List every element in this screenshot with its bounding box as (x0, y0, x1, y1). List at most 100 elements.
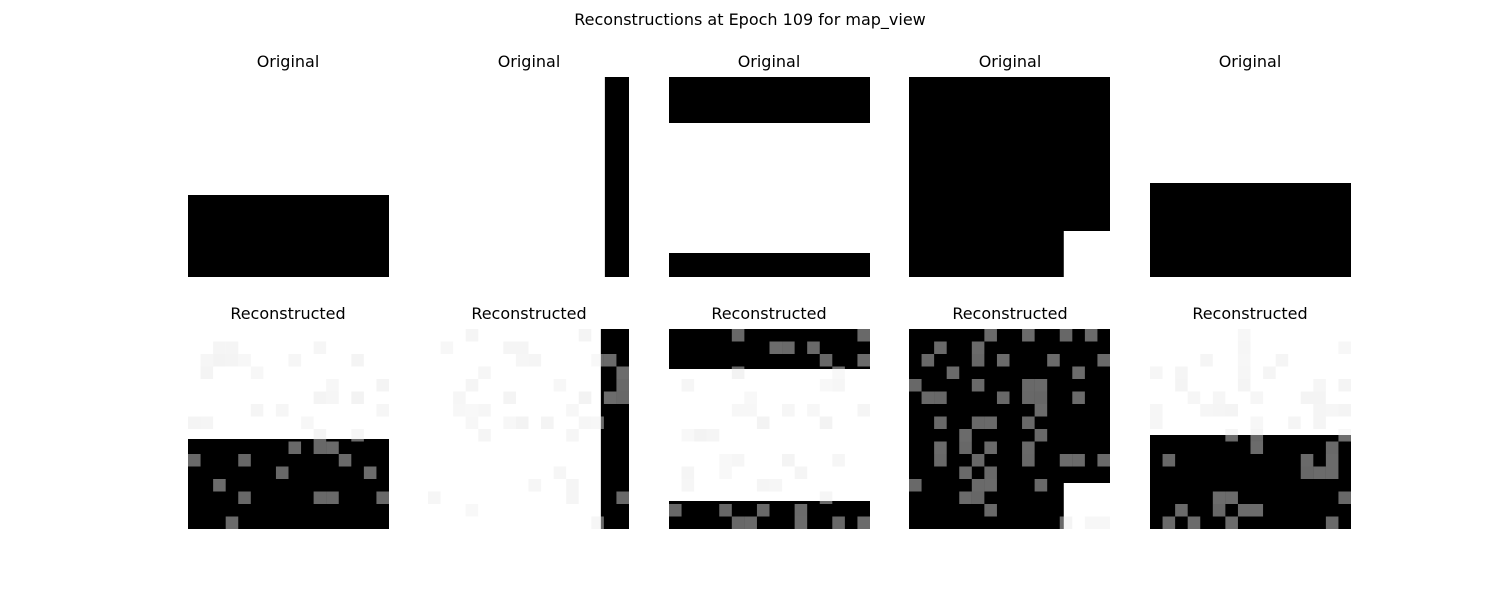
noise-pixel (857, 354, 870, 367)
noise-pixel (731, 329, 745, 342)
noise-pixel (1338, 379, 1351, 392)
noise-pixel (1237, 354, 1251, 367)
noise-pixel (921, 391, 935, 404)
noise-pixel (1325, 516, 1339, 529)
noise-pixel (1237, 366, 1251, 379)
panel-title-reconstructed-3: Reconstructed (711, 304, 827, 323)
noise-pixel (934, 416, 947, 429)
noise-pixel (1022, 454, 1035, 467)
noise-pixel (465, 404, 479, 417)
noise-pixel (819, 491, 833, 504)
noise-pixel (616, 379, 629, 392)
noise-pixel (1150, 366, 1163, 379)
noise-pixel (200, 354, 214, 367)
noise-pixel (591, 416, 604, 429)
noise-pixel (909, 379, 922, 392)
noise-pixel (616, 391, 629, 404)
noise-pixel (553, 379, 567, 392)
noise-pixel (1175, 504, 1188, 517)
noise-pixel (857, 404, 870, 417)
image-block-1 (1150, 435, 1351, 529)
noise-pixel (1034, 379, 1048, 392)
image-block-1 (669, 329, 870, 369)
noise-pixel (515, 354, 529, 367)
noise-pixel (326, 379, 339, 392)
noise-pixel (313, 391, 327, 404)
noise-pixel (1250, 416, 1264, 429)
noise-pixel (731, 366, 745, 379)
noise-pixel (706, 429, 720, 442)
noise-pixel (1225, 516, 1238, 529)
noise-pixel (376, 379, 389, 392)
reconstruction-noise (428, 329, 629, 529)
noise-pixel (681, 429, 695, 442)
noise-pixel (1175, 366, 1188, 379)
noise-pixel (1338, 491, 1351, 504)
noise-pixel (1022, 329, 1035, 342)
noise-pixel (250, 366, 264, 379)
noise-pixel (1097, 516, 1110, 529)
noise-pixel (694, 429, 707, 442)
panel-title-reconstructed-2: Reconstructed (471, 304, 587, 323)
noise-pixel (200, 416, 214, 429)
noise-pixel (188, 454, 201, 467)
noise-pixel (313, 429, 327, 442)
noise-pixel (1097, 354, 1110, 367)
noise-pixel (971, 491, 985, 504)
noise-pixel (934, 454, 947, 467)
image-block-2 (909, 483, 1064, 529)
noise-pixel (1313, 391, 1326, 404)
noise-pixel (1325, 441, 1339, 454)
noise-pixel (338, 454, 352, 467)
noise-pixel (681, 479, 695, 492)
noise-pixel (731, 454, 745, 467)
noise-pixel (578, 416, 592, 429)
noise-pixel (603, 354, 617, 367)
noise-pixel (238, 491, 251, 504)
noise-pixel (794, 504, 808, 517)
noise-pixel (934, 441, 947, 454)
image-block-1 (669, 77, 870, 123)
noise-pixel (465, 416, 479, 429)
reconstructed-image-4-svg (909, 329, 1110, 529)
noise-pixel (1250, 504, 1264, 517)
noise-pixel (731, 404, 745, 417)
noise-pixel (326, 491, 339, 504)
noise-pixel (769, 479, 783, 492)
noise-pixel (1072, 391, 1085, 404)
noise-pixel (225, 354, 239, 367)
noise-pixel (566, 479, 579, 492)
noise-pixel (1187, 516, 1201, 529)
image-block-1 (188, 439, 389, 529)
noise-pixel (1034, 429, 1048, 442)
noise-pixel (428, 491, 441, 504)
image-block-1 (1150, 183, 1351, 277)
noise-pixel (238, 354, 251, 367)
noise-pixel (909, 479, 922, 492)
noise-pixel (1200, 404, 1213, 417)
noise-pixel (1059, 454, 1073, 467)
noise-pixel (719, 454, 732, 467)
original-image-4-svg (909, 77, 1110, 277)
noise-pixel (313, 441, 327, 454)
reconstructed-image-3 (669, 329, 870, 529)
image-background (428, 329, 629, 529)
noise-pixel (326, 441, 339, 454)
noise-pixel (1200, 354, 1213, 367)
noise-pixel (819, 354, 833, 367)
noise-pixel (478, 429, 491, 442)
noise-pixel (1187, 391, 1201, 404)
noise-pixel (984, 479, 997, 492)
noise-pixel (1313, 404, 1326, 417)
noise-pixel (744, 404, 757, 417)
noise-pixel (1084, 516, 1098, 529)
noise-pixel (275, 404, 289, 417)
noise-pixel (1047, 354, 1060, 367)
noise-pixel (363, 466, 377, 479)
noise-pixel (1237, 341, 1251, 354)
noise-pixel (1162, 454, 1176, 467)
noise-pixel (1162, 516, 1176, 529)
noise-pixel (719, 504, 732, 517)
original-image-1 (188, 77, 389, 277)
noise-pixel (1325, 454, 1339, 467)
